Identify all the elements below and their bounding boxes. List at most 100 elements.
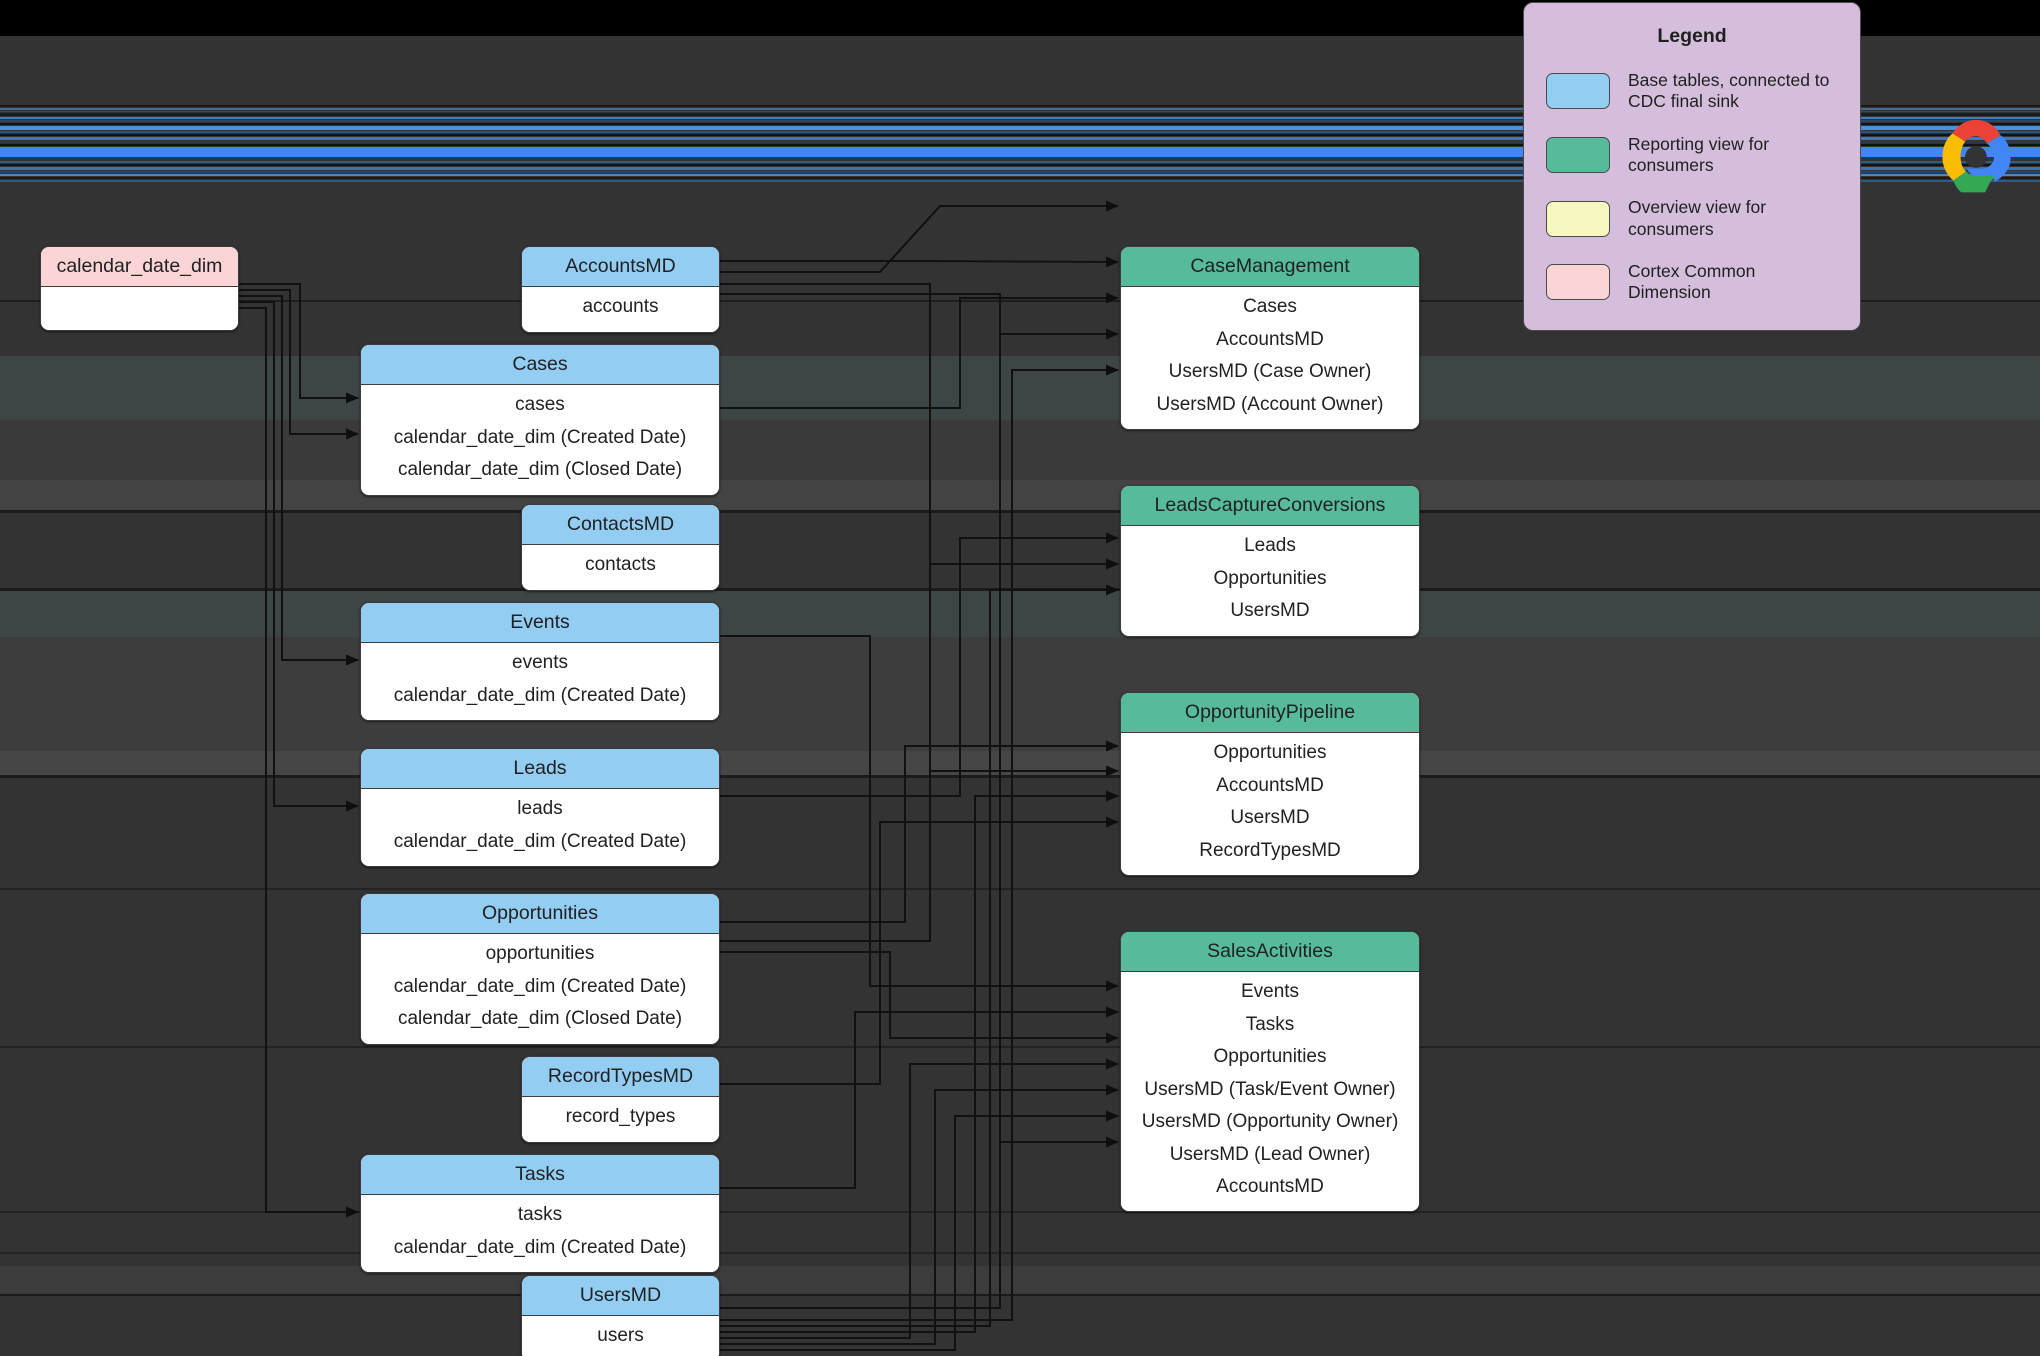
entity-row: opportunities xyxy=(485,943,595,965)
entity-title: OpportunityPipeline xyxy=(1121,693,1419,734)
entity-row: AccountsMD xyxy=(1216,1175,1324,1197)
legend-label-overview: Overview view for consumers xyxy=(1628,197,1767,239)
entity-rows: opportunities calendar_date_dim (Created … xyxy=(361,934,719,1044)
background-band xyxy=(0,1211,2040,1213)
entity-title: RecordTypesMD xyxy=(522,1057,719,1098)
entity-title: Cases xyxy=(361,345,719,386)
entity-row: record_types xyxy=(565,1106,676,1128)
background-band xyxy=(0,637,2040,751)
entity-rows: record_types xyxy=(522,1097,719,1142)
legend-swatch-report xyxy=(1546,137,1610,174)
legend-label-dimension: Cortex Common Dimension xyxy=(1628,261,1756,303)
entity-row: Events xyxy=(1240,981,1300,1003)
entity-node-calendar_date_dim[interactable]: calendar_date_dim xyxy=(40,246,239,332)
entity-row: AccountsMD xyxy=(1216,328,1324,350)
legend-panel: Legend Base tables, connected to CDC fin… xyxy=(1523,2,1861,331)
entity-title: calendar_date_dim xyxy=(41,247,238,288)
entity-row: tasks xyxy=(517,1204,563,1226)
entity-node-UsersMD[interactable]: UsersMD users xyxy=(521,1275,720,1356)
entity-node-AccountsMD[interactable]: AccountsMD accounts xyxy=(521,246,720,333)
entity-row: UsersMD xyxy=(1230,807,1310,829)
entity-title: SalesActivities xyxy=(1121,932,1419,973)
entity-rows: leads calendar_date_dim (Created Date) xyxy=(361,789,719,867)
entity-row: Leads xyxy=(1244,535,1296,557)
legend-row-overview: Overview view for consumers xyxy=(1546,197,1838,240)
entity-title: ContactsMD xyxy=(522,505,719,546)
background-band xyxy=(0,510,2040,513)
background-band xyxy=(0,356,2040,420)
entity-title: LeadsCaptureConversions xyxy=(1121,486,1419,527)
background-band xyxy=(0,1294,2040,1296)
background-band xyxy=(0,480,2040,510)
entity-rows: users xyxy=(522,1316,719,1356)
entity-row: calendar_date_dim (Created Date) xyxy=(393,830,687,852)
entity-row: Opportunities xyxy=(1213,1046,1327,1068)
background-band xyxy=(0,1252,2040,1254)
background-band xyxy=(0,591,2040,637)
background-band xyxy=(0,888,2040,890)
entity-rows: events calendar_date_dim (Created Date) xyxy=(361,643,719,721)
legend-row-report: Reporting view for consumers xyxy=(1546,134,1838,177)
entity-row: accounts xyxy=(582,296,659,318)
entity-row: Cases xyxy=(1243,296,1297,318)
legend-title: Legend xyxy=(1657,25,1727,47)
entity-row: contacts xyxy=(585,554,656,576)
entity-rows: accounts xyxy=(522,287,719,332)
entity-row xyxy=(41,291,238,322)
entity-node-Opportunities[interactable]: Opportunities opportunities calendar_date_… xyxy=(360,893,720,1045)
entity-row: RecordTypesMD xyxy=(1199,839,1341,861)
entity-title: UsersMD xyxy=(522,1276,719,1317)
legend-row-base: Base tables, connected to CDC final sink xyxy=(1546,70,1838,113)
entity-row: calendar_date_dim (Created Date) xyxy=(393,1236,687,1258)
entity-row: calendar_date_dim (Created Date) xyxy=(393,684,687,706)
entity-row: UsersMD (Case Owner) xyxy=(1168,361,1372,383)
entity-node-ContactsMD[interactable]: ContactsMD contacts xyxy=(521,504,720,591)
entity-node-Events[interactable]: Events events calendar_date_dim (Created D… xyxy=(360,602,720,722)
entity-row: users xyxy=(597,1325,644,1347)
background-band xyxy=(0,588,2040,591)
legend-row-dimension: Cortex Common Dimension xyxy=(1546,261,1838,304)
entity-node-RecordTypesMD[interactable]: RecordTypesMD record_types xyxy=(521,1056,720,1143)
legend-swatch-overview xyxy=(1546,200,1610,237)
legend-label-report: Reporting view for consumers xyxy=(1628,133,1770,176)
entity-rows: tasks calendar_date_dim (Created Date) xyxy=(361,1195,719,1273)
entity-row: events xyxy=(512,652,568,674)
entity-title: CaseManagement xyxy=(1121,247,1419,288)
entity-row: AccountsMD xyxy=(1216,774,1324,796)
entity-title: Leads xyxy=(361,749,719,790)
google-cloud-logo xyxy=(1942,119,2011,193)
entity-title: AccountsMD xyxy=(522,247,719,288)
legend-swatch-dimension xyxy=(1546,264,1610,301)
background-band xyxy=(0,751,2040,775)
entity-node-Leads[interactable]: Leads leads calendar_date_dim (Created Dat… xyxy=(360,748,720,868)
entity-row: UsersMD xyxy=(1230,600,1310,622)
entity-rows xyxy=(41,287,238,331)
entity-row: Tasks xyxy=(1245,1013,1295,1035)
entity-row: calendar_date_dim (Closed Date) xyxy=(397,459,683,481)
legend-swatch-base xyxy=(1546,73,1610,110)
entity-row: leads xyxy=(517,798,563,820)
entity-row: calendar_date_dim (Created Date) xyxy=(393,975,687,997)
entity-title: Events xyxy=(361,603,719,644)
background-band xyxy=(0,1266,2040,1294)
background-band xyxy=(0,420,2040,480)
entity-rows: contacts xyxy=(522,545,719,590)
entity-row: UsersMD (Account Owner) xyxy=(1156,393,1384,415)
entity-row: Opportunities xyxy=(1213,742,1327,764)
entity-title: Opportunities xyxy=(361,894,719,935)
entity-row: calendar_date_dim (Closed Date) xyxy=(397,1008,683,1030)
entity-row: UsersMD (Task/Event Owner) xyxy=(1144,1078,1396,1100)
legend-label-base: Base tables, connected to CDC final sink xyxy=(1628,70,1830,112)
